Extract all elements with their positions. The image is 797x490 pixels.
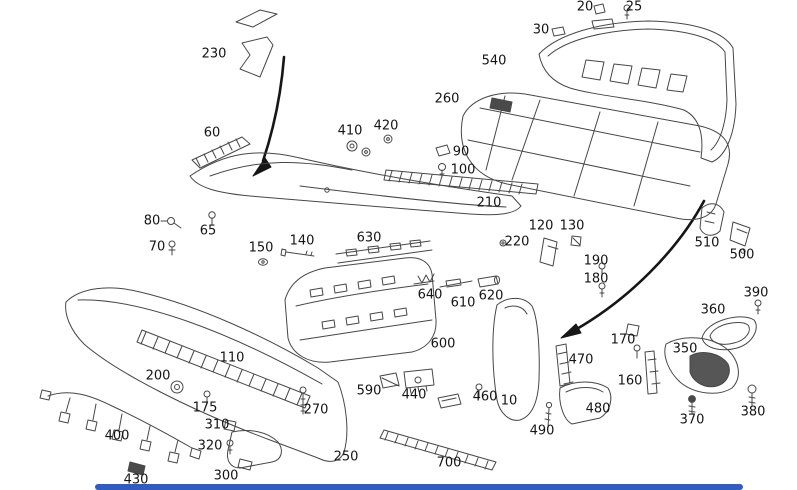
- footer-bar: [95, 484, 743, 490]
- part-label-270: 270: [303, 402, 329, 418]
- part-label-470: 470: [568, 352, 594, 368]
- part-label-90: 90: [452, 144, 470, 160]
- part-label-160: 160: [617, 373, 643, 389]
- part-label-380: 380: [740, 404, 766, 420]
- part-label-20: 20: [576, 0, 594, 15]
- part-label-590: 590: [356, 383, 382, 399]
- part-label-120: 120: [528, 218, 554, 234]
- part-label-540: 540: [481, 53, 507, 69]
- lower-bumper-panel: [65, 287, 348, 469]
- part-label-80: 80: [143, 213, 161, 229]
- part-label-440: 440: [401, 387, 427, 403]
- part-label-70: 70: [148, 239, 166, 255]
- part-label-175: 175: [192, 400, 218, 416]
- part-label-370: 370: [679, 412, 705, 428]
- clip-170: [625, 323, 641, 359]
- trim-strip-210: [383, 169, 539, 195]
- exhaust-trim-350: [664, 337, 739, 394]
- part-label-460: 460: [472, 389, 498, 405]
- bracket-450: [437, 393, 462, 409]
- part-label-10: 10: [500, 393, 518, 409]
- part-label-200: 200: [145, 368, 171, 384]
- rear-panel-540: [538, 18, 737, 163]
- part-label-180: 180: [583, 271, 609, 287]
- part-label-65: 65: [199, 223, 217, 239]
- part-label-25: 25: [625, 0, 643, 15]
- fastener-glyphs: [160, 3, 762, 471]
- mounting-rail-630: [335, 239, 433, 264]
- sensor-module-440: [403, 368, 435, 394]
- part-label-500: 500: [729, 247, 755, 263]
- part-label-410: 410: [337, 123, 363, 139]
- part-label-510: 510: [694, 235, 720, 251]
- part-label-350: 350: [672, 341, 698, 357]
- part-label-420: 420: [373, 118, 399, 134]
- side-panel-10: [492, 297, 540, 421]
- part-label-640: 640: [417, 287, 443, 303]
- part-label-320: 320: [197, 438, 223, 454]
- plate-590: [379, 372, 400, 389]
- part-label-30: 30: [532, 22, 550, 38]
- direction-arrow-left-icon: [252, 55, 286, 177]
- part-label-140: 140: [289, 233, 315, 249]
- bracket-510: [699, 203, 725, 236]
- strip-160: [644, 350, 661, 395]
- part-label-310: 310: [204, 417, 230, 433]
- part-label-60: 60: [203, 125, 221, 141]
- part-label-480: 480: [585, 401, 611, 417]
- part-label-430: 430: [123, 472, 149, 488]
- upper-bumper-panel: [189, 136, 522, 216]
- part-label-130: 130: [559, 218, 585, 234]
- part-label-210: 210: [476, 195, 502, 211]
- part-label-390: 390: [743, 285, 769, 301]
- center-bracket-600: [284, 257, 437, 363]
- part-label-620: 620: [478, 288, 504, 304]
- lower-strip-700: [379, 429, 497, 471]
- flap-480: [559, 381, 612, 425]
- part-label-400: 400: [104, 428, 130, 444]
- bracket-500: [729, 221, 751, 254]
- wiring-harness-400: [39, 389, 202, 476]
- part-label-630: 630: [356, 230, 382, 246]
- part-label-300: 300: [213, 468, 239, 484]
- part-label-700: 700: [436, 455, 462, 471]
- arrow-outline-shapes-230: [235, 9, 278, 78]
- direction-arrow-right-icon: [560, 199, 706, 339]
- part-label-150: 150: [248, 240, 274, 256]
- part-label-250: 250: [333, 449, 359, 465]
- part-label-360: 360: [700, 302, 726, 318]
- part-label-230: 230: [201, 46, 227, 62]
- part-label-490: 490: [529, 423, 555, 439]
- part-label-110: 110: [219, 350, 245, 366]
- part-label-260: 260: [434, 91, 460, 107]
- part-label-100: 100: [450, 162, 476, 178]
- part-label-190: 190: [583, 253, 609, 269]
- part-label-610: 610: [450, 295, 476, 311]
- part-label-170: 170: [610, 332, 636, 348]
- absorber-set-640-610-620: [413, 273, 500, 288]
- part-label-600: 600: [430, 336, 456, 352]
- part-label-220: 220: [504, 234, 530, 250]
